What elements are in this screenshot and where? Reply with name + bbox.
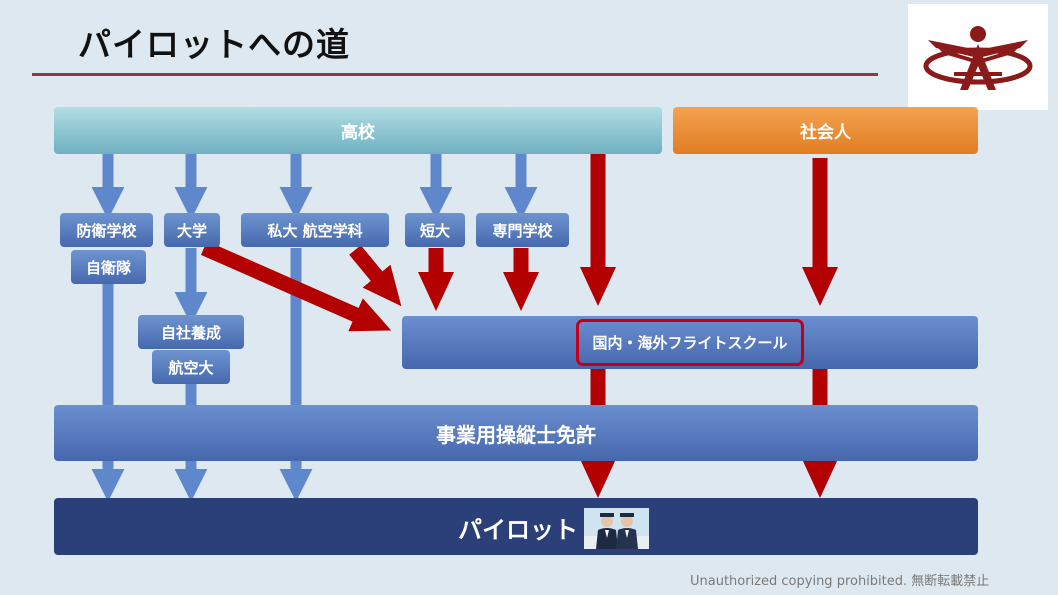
self-defense-forces-box: 自衛隊: [71, 250, 146, 284]
private-aviation-box: 私大 航空学科: [241, 213, 389, 247]
title-divider: [32, 73, 878, 76]
flight-school-box: [402, 316, 978, 369]
junior-college-box: 短大: [405, 213, 465, 247]
pilot-box: [54, 498, 978, 555]
company-training-box: 自社養成: [138, 315, 244, 349]
pilot-label: パイロット: [458, 515, 578, 544]
arrow-private-flightschool: [349, 245, 402, 307]
license-box: 事業用操縦士免許: [54, 405, 978, 461]
defense-school-box: 防衛学校: [60, 213, 153, 247]
university-box: 大学: [164, 213, 220, 247]
high-school-box: 高校: [54, 107, 662, 154]
aviation-university-box: 航空大: [152, 350, 230, 384]
winged-emblem-icon: [923, 26, 1033, 90]
copyright-notice: Unauthorized copying prohibited. 無断転載禁止: [690, 574, 990, 589]
company-logo: [908, 4, 1048, 110]
flight-school-label: 国内・海外フライトスクール: [576, 319, 804, 366]
page-title: パイロットへの道: [78, 25, 350, 64]
pilots-icon: [584, 508, 649, 549]
arrow-university-flightschool: [200, 241, 392, 332]
vocational-school-box: 専門学校: [476, 213, 569, 247]
working-adult-box: 社会人: [673, 107, 978, 154]
